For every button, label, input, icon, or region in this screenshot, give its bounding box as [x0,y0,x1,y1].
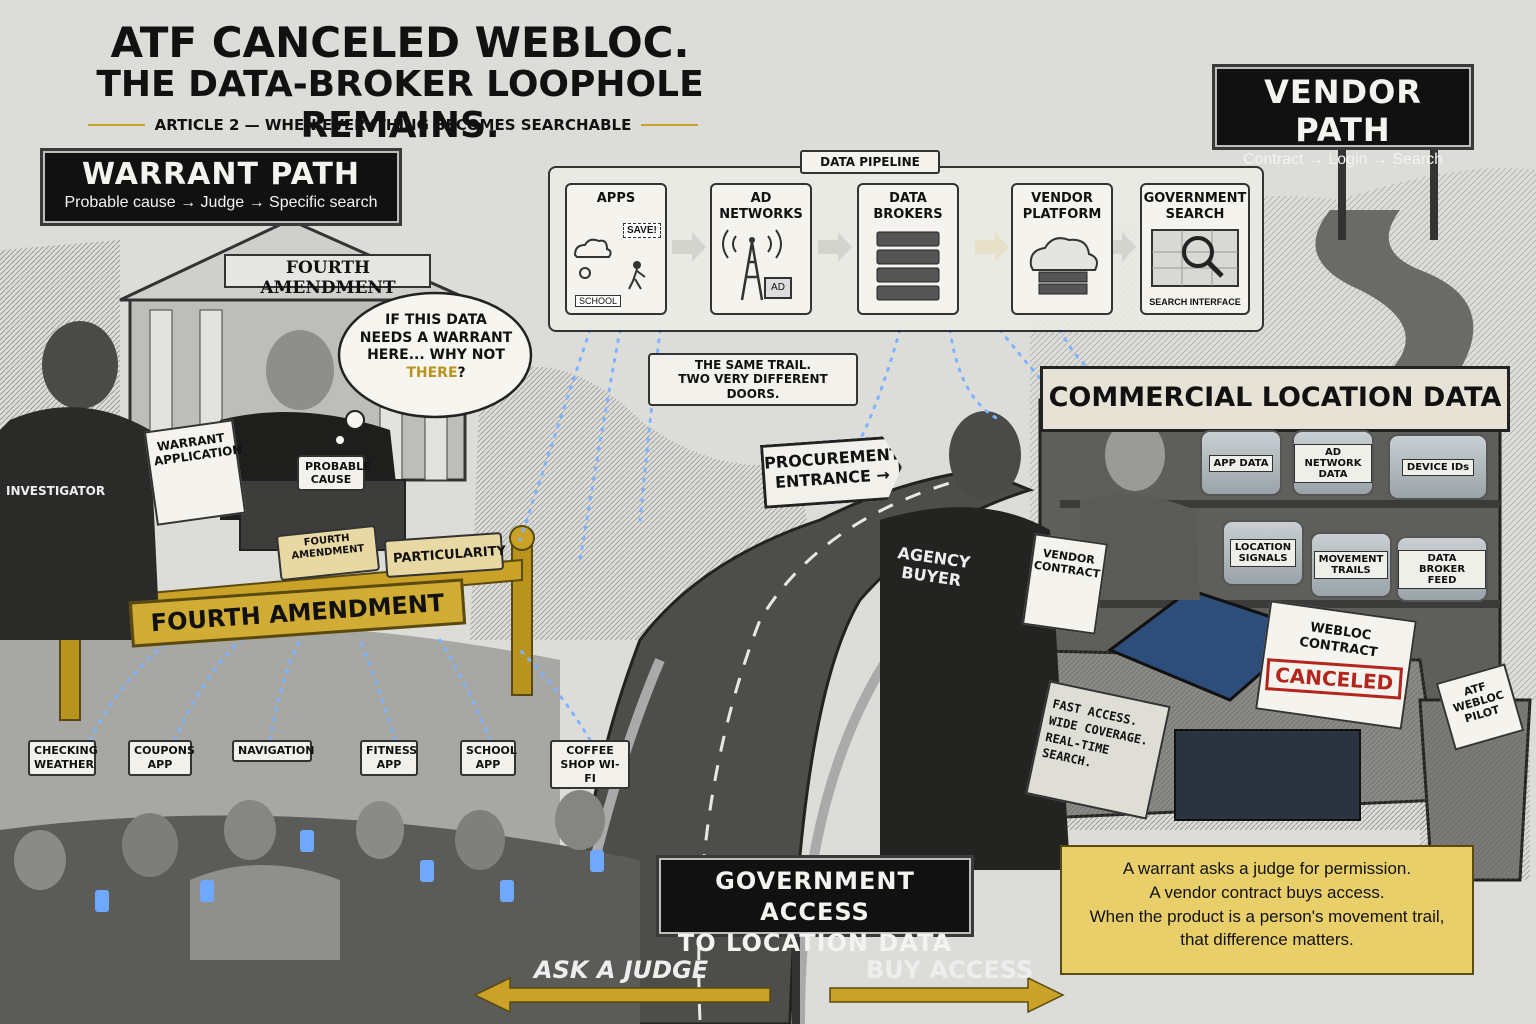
trail-caption: THE SAME TRAIL. TWO VERY DIFFERENT DOORS… [648,353,858,407]
trail-caption-line-1: THE SAME TRAIL. [694,358,812,372]
stage-vendor-platform-label: VENDOR PLATFORM [1022,191,1102,222]
apps-school-tag: SCHOOL [575,295,622,307]
investigator-label: INVESTIGATOR [6,484,106,498]
callout-line-1: A warrant asks a judge for permission. [1122,859,1412,878]
apps-icons [573,238,646,290]
stage-ad-networks: AD NETWORKS AD [710,183,812,315]
jar-ad-network-data-label: AD NETWORK DATA [1294,443,1372,483]
callout-line-2: A vendor contract buys access. [1149,882,1385,902]
vendor-path-steps: Contract → Login → Search [1242,151,1444,168]
jar-device-ids-label: DEVICE IDs [1401,458,1475,476]
app-label-school: SCHOOL APP [460,740,517,776]
center-sign-post [792,930,800,1024]
callout-line-3: When the product is a person's movement … [1089,906,1445,926]
jar-device-ids: DEVICE IDs [1388,434,1488,500]
app-label-coupons: COUPONS APP [128,740,195,776]
antenna-tower-icon [722,229,782,301]
search-interface-caption: SEARCH INTERFACE [1149,297,1241,307]
server-rack-icon [876,231,940,301]
road-curb-right [795,637,905,1024]
webloc-contract-paper: WEBLOC CONTRACT CANCELED [1255,600,1417,730]
ask-a-judge-label: ASK A JUDGE [534,956,709,984]
stage-data-brokers: DATA BROKERS [857,183,959,315]
headline-subtitle: ARTICLE 2 — WHEN EVERYTHING BECOMES SEAR… [154,116,632,134]
judge-thought-line-2: NEEDS A WARRANT [359,329,513,346]
stage-government-search-label: GOVERNMENT SEARCH [1143,191,1247,222]
judge-thought-text: IF THIS DATA NEEDS A WARRANT HERE... WHY… [352,312,520,382]
phone-users-crowd [0,790,640,1024]
stage-government-search: GOVERNMENT SEARCH SEARCH INTERFACE [1140,183,1250,315]
counter-map-panel [1174,729,1361,821]
vendor-path-sign: VENDOR PATH Contract → Login → Search [1212,64,1474,168]
warrant-path-steps: Probable cause → Judge → Specific search [64,194,378,211]
procurement-entrance-sign: PROCUREMENT ENTRANCE → [760,435,904,509]
jar-data-broker-feed-label: DATA BROKER FEED [1398,549,1486,589]
runner-body [628,268,646,290]
apps-save-tag: SAVE! [623,223,661,238]
stage-data-brokers-label: DATA BROKERS [873,191,943,222]
probable-cause-plaque: PROBABLE CAUSE [297,455,371,492]
judge-thought-end: ? [457,364,466,381]
trail-caption-line-2: TWO VERY DIFFERENT DOORS. [678,372,828,401]
vendor-sign-post-right [1430,150,1438,240]
stage-apps-label: APPS [596,191,636,206]
callout-line-4: that difference matters. [1180,930,1354,950]
subtitle-rule-right [641,124,698,126]
callout-box: A warrant asks a judge for permission. A… [1060,845,1474,975]
vendor-path-title: VENDOR PATH [1264,73,1422,149]
app-label-fitness: FITNESS APP [360,740,418,776]
agency-buyer-figure [880,411,1070,870]
runner-icon [633,260,641,269]
vendor-sign-post-left [1338,150,1346,240]
magnifier-map-icon [1151,229,1239,288]
warrant-application-paper: WARRANT APPLICATION [143,419,247,526]
stage-ad-networks-label: AD NETWORKS [719,191,803,222]
government-access-line-1: GOVERNMENT ACCESS [715,867,915,927]
judge-thought-line-1: IF THIS DATA [385,312,487,328]
location-pin-icon [579,266,591,279]
jar-movement-trails: MOVEMENT TRAILS [1310,532,1392,598]
app-label-navigation: NAVIGATION [232,740,314,762]
government-access-sign: GOVERNMENT ACCESS TO LOCATION DATA [656,855,974,957]
warrant-path-sign: WARRANT PATH Probable cause → Judge → Sp… [40,148,402,226]
headline-subtitle-row: ARTICLE 2 — WHEN EVERYTHING BECOMES SEAR… [88,116,698,134]
app-label-coffee-shop-wifi: COFFEE SHOP WI-FI [550,740,630,790]
canceled-stamp: CANCELED [1264,658,1404,700]
ad-tag: AD [764,277,792,299]
data-trails [88,328,1122,742]
stage-vendor-platform: VENDOR PLATFORM [1011,183,1113,315]
vendor-contract-paper: VENDOR CONTRACT [1021,533,1109,635]
government-access-line-2: TO LOCATION DATA [677,929,953,958]
headline-line-1: ATF CANCELED WEBLOC. [110,18,690,67]
jar-app-data-label: APP DATA [1208,454,1274,472]
warrant-path-title: WARRANT PATH [81,157,361,192]
courthouse-label: FOURTH AMENDMENT [260,258,396,298]
subtitle-rule-left [88,124,145,126]
cloud-server-icon [1029,237,1098,295]
cloud-icon [573,238,612,258]
judge-thought-bubble [334,291,533,446]
bottom-arrows [473,976,1065,1014]
judge-thought-line-3: HERE... WHY NOT [367,347,505,363]
data-pipeline-title: DATA PIPELINE [800,150,940,174]
app-label-checking-weather: CHECKING WEATHER [28,740,98,776]
headline-line-2: THE DATA-BROKER LOOPHOLE REMAINS. [96,64,704,146]
buy-access-label: BUY ACCESS [866,956,1034,984]
jar-movement-trails-label: MOVEMENT TRAILS [1313,551,1389,579]
jar-ad-network-data: AD NETWORK DATA [1292,430,1374,496]
jar-data-broker-feed: DATA BROKER FEED [1396,536,1488,602]
jar-location-signals: LOCATION SIGNALS [1222,520,1304,586]
stage-apps: APPS SAVE! SCHOOL [565,183,667,315]
judge-thought-emphasis: THERE [406,364,458,381]
jar-location-signals-label: LOCATION SIGNALS [1229,539,1297,567]
judge-thought-line-4: THERE? [352,365,520,383]
jar-app-data: APP DATA [1200,430,1282,496]
commercial-location-data-sign: COMMERCIAL LOCATION DATA [1040,366,1510,432]
investigator-figure [0,321,160,640]
vendor-figure [1080,419,1200,600]
